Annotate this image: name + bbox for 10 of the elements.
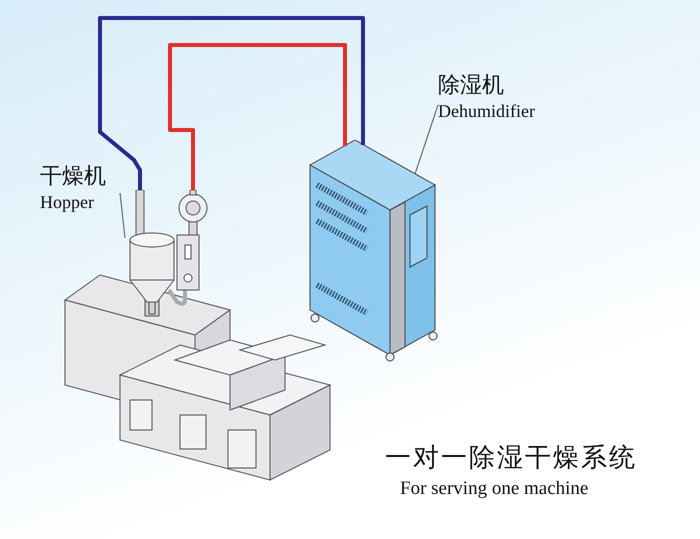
pipe [168, 43, 347, 190]
caption: For serving one machine [400, 478, 588, 500]
leader-line [414, 104, 438, 174]
leader-line [120, 192, 126, 238]
part-name-english: Hopper [40, 191, 95, 213]
part-name-english: Dehumidifier [438, 100, 536, 122]
part-name: 干燥机 [40, 163, 107, 191]
part-name: 除湿机 [438, 72, 505, 100]
title: 一对一除湿干燥系统 [385, 442, 637, 475]
pipe [98, 16, 365, 190]
